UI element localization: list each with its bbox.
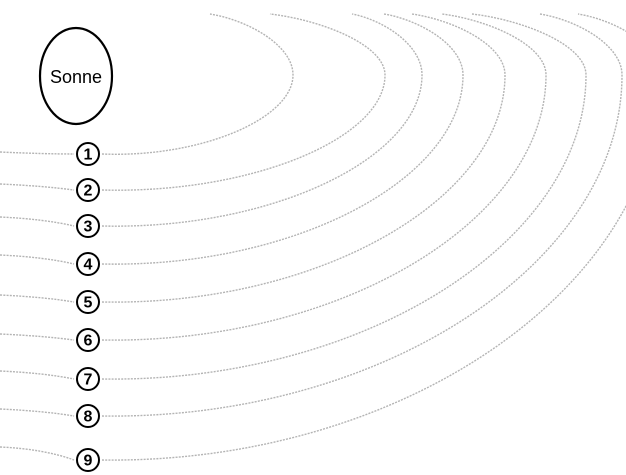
orbit-marker-label: 1 [84,147,93,164]
orbit-marker-6: 6 [76,328,100,352]
orbit-marker-label: 4 [84,257,93,274]
orbit-marker-circle [76,448,100,472]
orbit-marker-circle [76,290,100,314]
orbit-marker-label: 2 [84,183,93,200]
orbit-marker-4: 4 [76,252,100,276]
orbit-marker-circle [76,328,100,352]
orbit-3 [0,13,423,227]
orbit-1 [0,13,294,155]
orbit-marker-3: 3 [76,214,100,238]
orbit-marker-5: 5 [76,290,100,314]
orbit-8 [0,13,623,417]
orbit-marker-7: 7 [76,367,100,391]
orbits-layer [0,13,626,461]
sun-label: Sonne [50,67,102,87]
orbit-marker-circle [76,178,100,202]
orbit-marker-circle [76,404,100,428]
orbit-5 [0,13,506,303]
orbit-6 [0,13,547,341]
orbit-marker-2: 2 [76,178,100,202]
orbit-marker-label: 8 [84,409,93,426]
orbit-9 [0,13,626,461]
orbit-marker-1: 1 [76,142,100,166]
orbit-marker-circle [76,142,100,166]
orbit-marker-label: 5 [84,295,93,312]
orbit-marker-8: 8 [76,404,100,428]
orbit-marker-9: 9 [76,448,100,472]
orbit-marker-circle [76,367,100,391]
markers-layer: 1 2 3 4 5 6 7 8 9 [76,142,100,472]
orbit-7 [0,13,587,380]
orbit-marker-circle [76,214,100,238]
orbit-marker-circle [76,252,100,276]
sun: Sonne [38,26,114,126]
orbit-marker-label: 9 [84,453,93,470]
orbit-marker-label: 3 [84,219,93,236]
sun-circle [38,26,114,126]
orbit-marker-label: 6 [84,333,93,350]
orbit-4 [0,13,464,265]
orbit-2 [0,13,386,191]
orbit-marker-label: 7 [84,372,93,389]
